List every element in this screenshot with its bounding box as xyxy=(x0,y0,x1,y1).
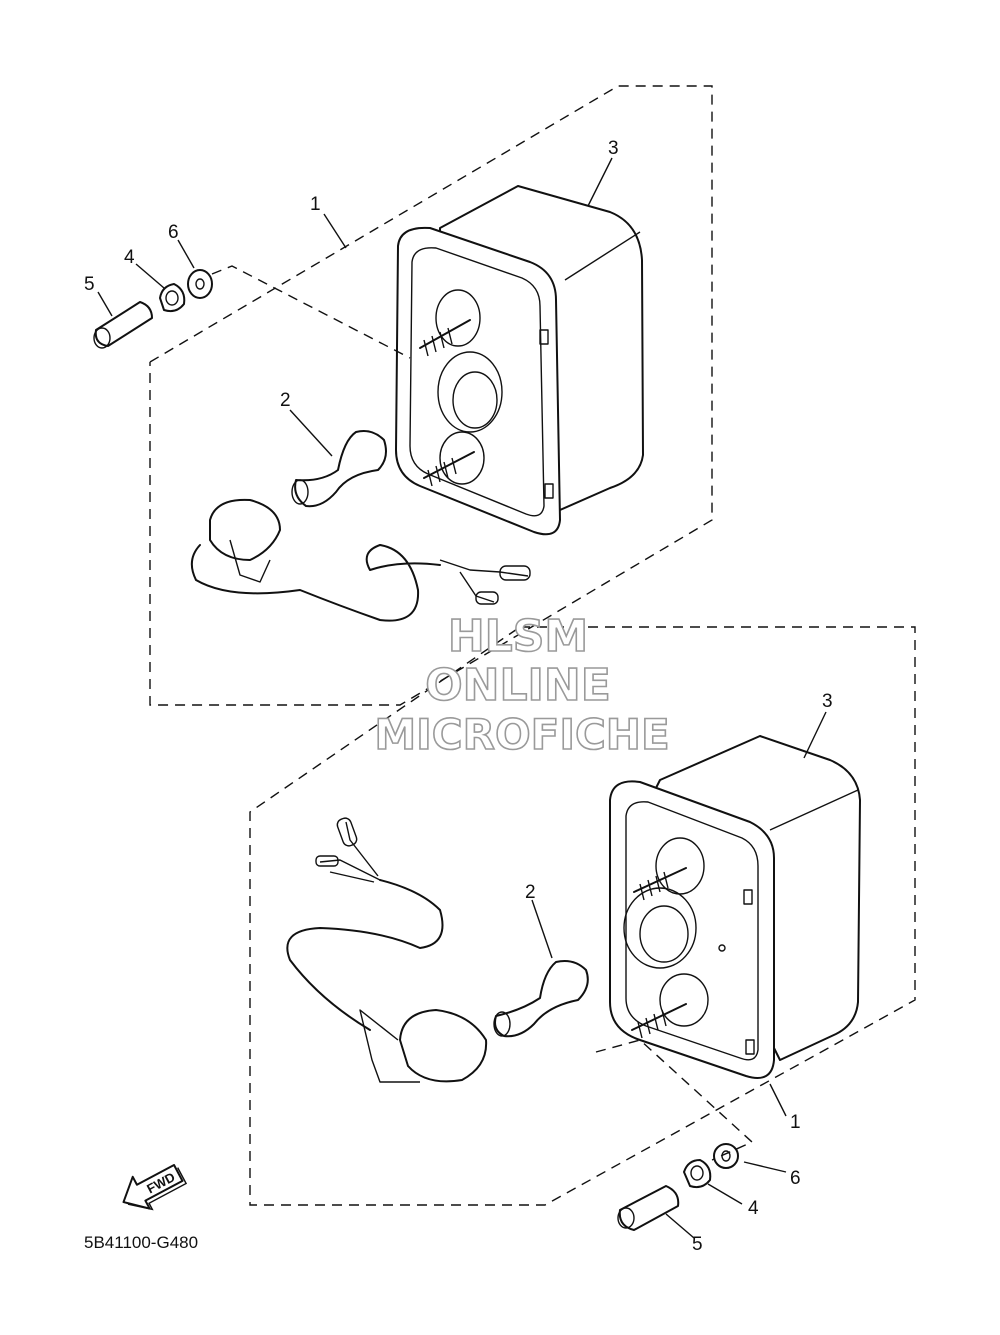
callout-upper-1: 1 xyxy=(310,194,321,215)
callout-upper-2: 2 xyxy=(280,390,291,411)
callout-lower-5: 5 xyxy=(692,1234,703,1255)
upper-fasteners xyxy=(93,269,213,349)
lower-leaders xyxy=(531,711,827,1239)
drawing-code: 5B41100-G480 xyxy=(84,1233,198,1252)
callout-upper-4: 4 xyxy=(124,247,135,268)
callout-lower-2: 2 xyxy=(525,882,536,903)
upper-tail-lamp xyxy=(395,185,644,536)
lower-assembly xyxy=(249,626,916,1239)
upper-assembly xyxy=(93,85,713,706)
callout-lower-1: 1 xyxy=(790,1112,801,1133)
callout-lower-3: 3 xyxy=(822,691,833,712)
callout-lower-4: 4 xyxy=(748,1198,759,1219)
callout-upper-5: 5 xyxy=(84,274,95,295)
callout-lower-6: 6 xyxy=(790,1168,801,1189)
callout-upper-6: 6 xyxy=(168,222,179,243)
callout-upper-3: 3 xyxy=(608,138,619,159)
watermark-line-3: MICROFICHE xyxy=(374,710,669,759)
watermark-line-1: HLSM xyxy=(448,611,588,662)
upper-socket-harness xyxy=(190,498,531,622)
upper-group-outline xyxy=(149,85,713,706)
lower-fasteners xyxy=(617,1143,739,1231)
watermark-line-2: ONLINE xyxy=(425,660,611,711)
lower-socket-harness xyxy=(286,817,488,1083)
lower-group-outline xyxy=(249,626,916,1206)
upper-bulb xyxy=(291,430,387,508)
upper-leaders xyxy=(97,157,613,457)
lower-tail-lamp xyxy=(609,735,861,1079)
fwd-arrow-icon: FWD xyxy=(122,1164,188,1211)
lower-bulb xyxy=(493,960,589,1038)
